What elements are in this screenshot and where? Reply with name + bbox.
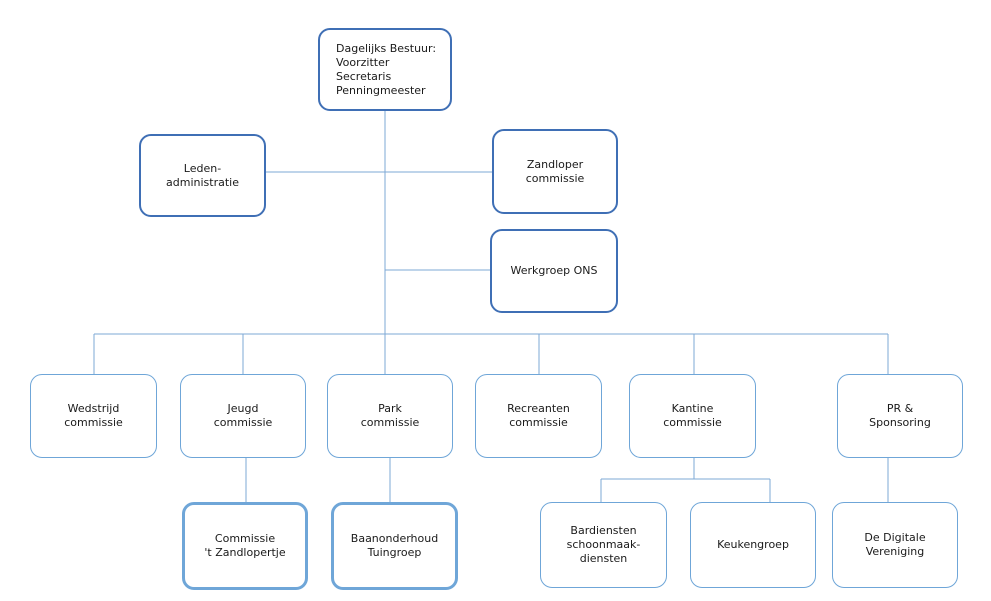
label-line: Vereniging bbox=[865, 545, 925, 558]
node-bardiensten: Bardiensten schoonmaak- diensten bbox=[540, 502, 667, 588]
label-line: Kantine bbox=[671, 402, 714, 415]
label-line: Tuingroep bbox=[367, 546, 422, 559]
node-wedstrijd-commissie: Wedstrijd commissie bbox=[30, 374, 157, 458]
node-de-digitale-vereniging: De Digitale Vereniging bbox=[832, 502, 958, 588]
label-line: commissie bbox=[64, 416, 123, 429]
label-line: Voorzitter bbox=[336, 55, 390, 69]
node-ledenadministratie: Leden- administratie bbox=[139, 134, 266, 217]
label-line: Baanonderhoud bbox=[350, 532, 439, 545]
node-recreanten-commissie: Recreanten commissie bbox=[475, 374, 602, 458]
node-jeugd-commissie: Jeugd commissie bbox=[180, 374, 306, 458]
label-line: Werkgroep ONS bbox=[510, 264, 598, 277]
label-line: Park bbox=[378, 402, 402, 415]
label-line: schoonmaak- bbox=[566, 538, 641, 551]
label-line: Commissie bbox=[214, 532, 276, 545]
label-line: diensten bbox=[579, 552, 628, 565]
label-line: Dagelijks Bestuur: bbox=[336, 41, 437, 55]
label-line: commissie bbox=[525, 171, 585, 185]
label-line: Wedstrijd bbox=[67, 402, 120, 415]
label-line: De Digitale bbox=[864, 531, 926, 544]
label-line: 't Zandlopertje bbox=[204, 546, 286, 559]
node-commissie-zandlopertje: Commissie 't Zandlopertje bbox=[182, 502, 308, 590]
label-line: Secretaris bbox=[336, 69, 392, 83]
node-keukengroep: Keukengroep bbox=[690, 502, 816, 588]
label-line: Zandloper bbox=[526, 157, 584, 171]
label-line: Recreanten bbox=[507, 402, 570, 415]
node-werkgroep-ons: Werkgroep ONS bbox=[490, 229, 618, 313]
label-line: Keukengroep bbox=[717, 538, 789, 551]
label-line: Bardiensten bbox=[570, 524, 637, 537]
label-line: commissie bbox=[213, 416, 273, 429]
node-kantine-commissie: Kantine commissie bbox=[629, 374, 756, 458]
label-line: Penningmeester bbox=[336, 83, 426, 97]
node-pr-sponsoring: PR & Sponsoring bbox=[837, 374, 963, 458]
label-line: Leden- bbox=[183, 161, 222, 175]
label-line: PR & bbox=[886, 402, 914, 415]
node-park-commissie: Park commissie bbox=[327, 374, 453, 458]
label-line: administratie bbox=[166, 175, 239, 189]
node-zandloper-commissie: Zandloper commissie bbox=[492, 129, 618, 214]
label-line: Jeugd bbox=[227, 402, 259, 415]
label-line: commissie bbox=[663, 416, 722, 429]
node-baanonderhoud-tuingroep: Baanonderhoud Tuingroep bbox=[331, 502, 458, 590]
label-line: Sponsoring bbox=[869, 416, 931, 429]
label-line: commissie bbox=[360, 416, 420, 429]
label-line: commissie bbox=[509, 416, 568, 429]
node-dagelijks-bestuur: Dagelijks Bestuur: Voorzitter Secretaris… bbox=[318, 28, 452, 111]
